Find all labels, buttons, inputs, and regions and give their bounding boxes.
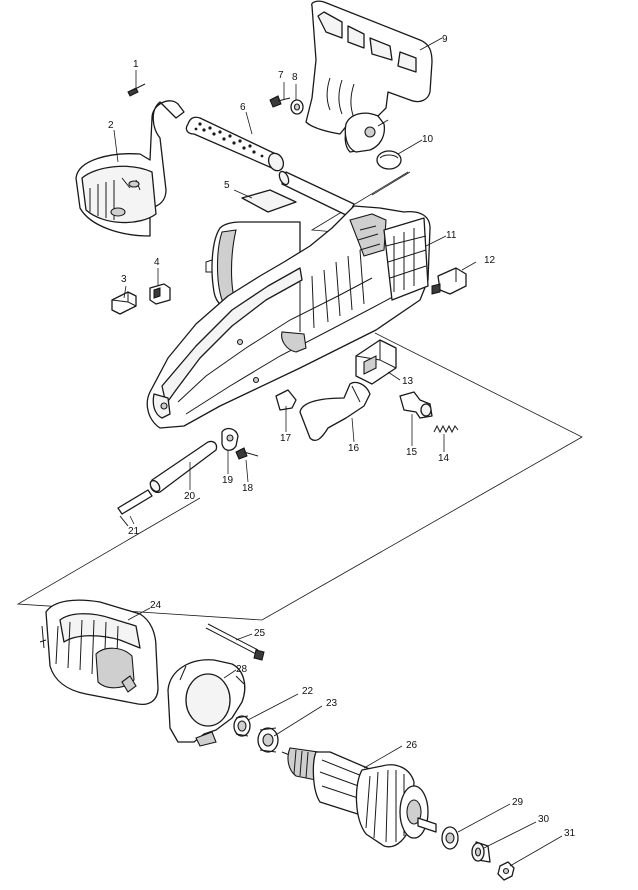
callout-19: 19 [222, 475, 234, 486]
part-screw-7 [269, 95, 291, 108]
callout-26: 26 [406, 740, 418, 751]
callout-21: 21 [128, 526, 140, 537]
part-bolt-25 [205, 623, 265, 661]
part-housing-11 [146, 205, 431, 429]
part-cap-10 [376, 150, 402, 170]
part-front-handle-9 [305, 0, 433, 153]
callout-10: 10 [422, 134, 434, 145]
callout-25: 25 [254, 628, 266, 639]
part-screw-1 [127, 83, 146, 97]
callout-28: 28 [236, 664, 248, 675]
part-cylinder-6 [185, 116, 285, 172]
callout-2: 2 [108, 120, 114, 131]
part-baffle-28 [167, 659, 246, 747]
part-brush-3 [111, 291, 137, 315]
callout-1: 1 [133, 59, 139, 70]
part-ring-30 [471, 841, 491, 863]
callout-18: 18 [242, 483, 254, 494]
leader-lines [113, 37, 563, 867]
callout-5: 5 [224, 180, 230, 191]
callout-6: 6 [240, 102, 246, 113]
part-spring-14 [433, 424, 459, 434]
callout-14: 14 [438, 453, 450, 464]
part-screw-18 [235, 447, 259, 460]
callout-20: 20 [184, 491, 196, 502]
callout-23: 23 [326, 698, 338, 709]
callout-8: 8 [292, 72, 298, 83]
callout-4: 4 [154, 257, 160, 268]
part-field-24 [39, 599, 159, 706]
part-lock-button-15 [399, 391, 433, 419]
callout-15: 15 [406, 447, 418, 458]
part-cover-2 [75, 100, 185, 237]
part-switch-12 [431, 267, 467, 295]
callout-16: 16 [348, 443, 360, 454]
callout-29: 29 [512, 797, 524, 808]
callout-3: 3 [121, 274, 127, 285]
part-cord-guard-20 [149, 440, 218, 494]
part-label-5 [241, 189, 297, 213]
part-tube [278, 170, 355, 217]
callout-12: 12 [484, 255, 496, 266]
callout-7: 7 [278, 70, 284, 81]
part-clamp-19 [221, 427, 239, 451]
part-switch-box-13 [355, 339, 397, 385]
part-bearing-22 [233, 715, 251, 737]
callout-13: 13 [402, 376, 414, 387]
part-armature-26 [281, 747, 437, 848]
part-brush-holder-4 [149, 283, 171, 305]
callout-31: 31 [564, 828, 576, 839]
part-ring-23 [257, 727, 279, 753]
callout-labels: 1 2 3 4 5 6 7 8 9 10 11 12 13 14 15 16 1… [108, 34, 576, 839]
callout-11: 11 [446, 230, 457, 241]
part-bearing-29 [441, 826, 459, 850]
part-nut-31 [497, 861, 515, 881]
part-washer-8 [290, 99, 304, 115]
callout-9: 9 [442, 34, 448, 45]
callout-22: 22 [302, 686, 314, 697]
callout-24: 24 [150, 600, 162, 611]
callout-30: 30 [538, 814, 550, 825]
part-bracket-17 [275, 389, 297, 411]
callout-17: 17 [280, 433, 292, 444]
part-trigger-16 [299, 381, 371, 442]
part-cord-21 [117, 489, 153, 527]
